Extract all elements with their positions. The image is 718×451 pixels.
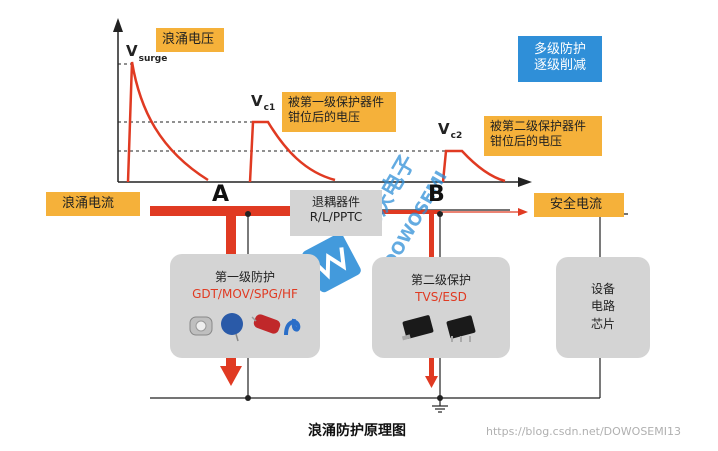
esd-chip-icon — [446, 315, 476, 342]
v-surge-label: Vsurge — [126, 42, 168, 64]
second-stage-types: TVS/ESD — [415, 290, 467, 304]
spg-component-icon — [251, 314, 281, 334]
decouple-line2: R/L/PPTC — [309, 210, 363, 224]
diagram-title: 浪涌防护原理图 — [308, 423, 406, 439]
clamp-first-stage-label: 被第一级保护器件 钳位后的电压 — [282, 92, 396, 132]
surge-voltage-label: 浪涌电压 — [156, 28, 224, 52]
clamp-first-line1: 被第一级保护器件 — [288, 95, 385, 109]
source-credit: https://blog.csdn.net/DOWOSEMI13 — [486, 425, 681, 438]
node-b-label: B — [428, 182, 445, 207]
multi-level-protection-badge: 多级防护 逐级削减 — [518, 36, 602, 82]
second-stage-protection-box: 第二级保护 TVS/ESD — [372, 257, 510, 358]
decouple-line1: 退耦器件 — [311, 195, 360, 209]
surge-current-label: 浪涌电流 — [46, 192, 140, 216]
v-c2-label: Vc2 — [438, 120, 463, 141]
v-c1-label: Vc1 — [251, 92, 276, 113]
device-line2: 电路 — [590, 299, 615, 314]
first-stage-protection-box: 第一级防护 GDT/MOV/SPG/HF — [170, 254, 320, 358]
tvs-chip-icon — [401, 315, 434, 341]
first-stage-title: 第一级防护 — [214, 270, 275, 284]
clamp-first-line2: 钳位后的电压 — [288, 110, 361, 124]
ground-icon — [432, 398, 448, 413]
clamped-waveform-1 — [248, 120, 336, 183]
first-stage-types: GDT/MOV/SPG/HF — [192, 287, 298, 301]
device-line1: 设备 — [590, 282, 615, 296]
waveform-axes — [113, 18, 532, 187]
device-line3: 芯片 — [590, 316, 615, 331]
surge-waveform — [126, 61, 209, 183]
device-circuit-chip-box: 设备 电路 芯片 — [556, 257, 650, 358]
first-stage-components — [189, 313, 301, 342]
junction-dots — [245, 211, 443, 401]
clamp-second-line1: 被第二级保护器件 — [490, 119, 587, 133]
safe-current-label: 安全电流 — [534, 193, 624, 217]
clamped-waveform-2 — [441, 149, 506, 183]
multi-level-line1: 多级防护 — [533, 42, 586, 57]
clamp-second-stage-label: 被第二级保护器件 钳位后的电压 — [484, 116, 602, 156]
clamp-second-line2: 钳位后的电压 — [490, 134, 563, 148]
node-a-label: A — [212, 182, 230, 207]
second-stage-components — [401, 315, 476, 342]
second-stage-title: 第二级保护 — [410, 273, 471, 287]
hf-component-icon — [284, 318, 301, 336]
multi-level-line2: 逐级削减 — [533, 58, 586, 74]
mov-component-icon — [221, 313, 243, 342]
gdt-component-icon — [189, 316, 213, 336]
decoupling-device-box: 退耦器件 R/L/PPTC — [290, 190, 382, 236]
